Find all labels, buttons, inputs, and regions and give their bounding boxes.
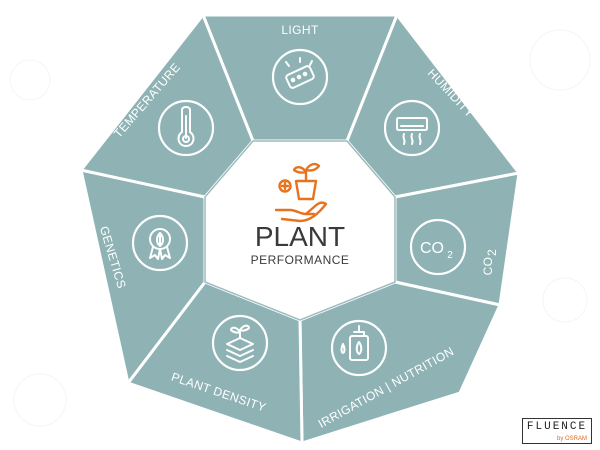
plant-density-icon	[226, 324, 254, 363]
air-conditioner-icon	[396, 117, 428, 145]
center-heptagon	[204, 140, 396, 321]
icon-circle-temperature	[157, 99, 215, 157]
genetics-icon	[149, 228, 171, 260]
icon-circle-irrigation	[330, 319, 388, 377]
icon-circle-genetics	[131, 214, 189, 272]
svg-text:2: 2	[485, 249, 499, 256]
logo-brand: FLUENCE	[526, 421, 588, 433]
thermometer-icon	[177, 106, 195, 147]
background-texture	[9, 29, 591, 427]
svg-text:CO: CO	[481, 257, 495, 276]
center-title: PLANT	[255, 221, 345, 252]
segment-label-co2: CO 2	[481, 249, 499, 275]
light-panel-icon	[285, 57, 315, 89]
co2-icon-text: CO	[420, 240, 444, 257]
logo-sub: by OSRAM	[556, 436, 587, 442]
irrigation-nutrition-icon	[340, 325, 369, 361]
segment-label-light: LIGHT	[281, 23, 319, 37]
co2-icon-subscript: 2	[447, 250, 453, 261]
fluence-logo: FLUENCE by OSRAM	[522, 418, 592, 444]
icon-circle-light	[271, 48, 329, 106]
icon-circle-plant-density	[211, 314, 269, 372]
plant-in-hand-icon	[274, 162, 328, 223]
co2-icon: CO 2	[420, 240, 453, 261]
icon-circle-humidity	[383, 99, 441, 157]
center-subtitle: PERFORMANCE	[251, 253, 350, 267]
icon-circle-co2	[409, 218, 467, 276]
